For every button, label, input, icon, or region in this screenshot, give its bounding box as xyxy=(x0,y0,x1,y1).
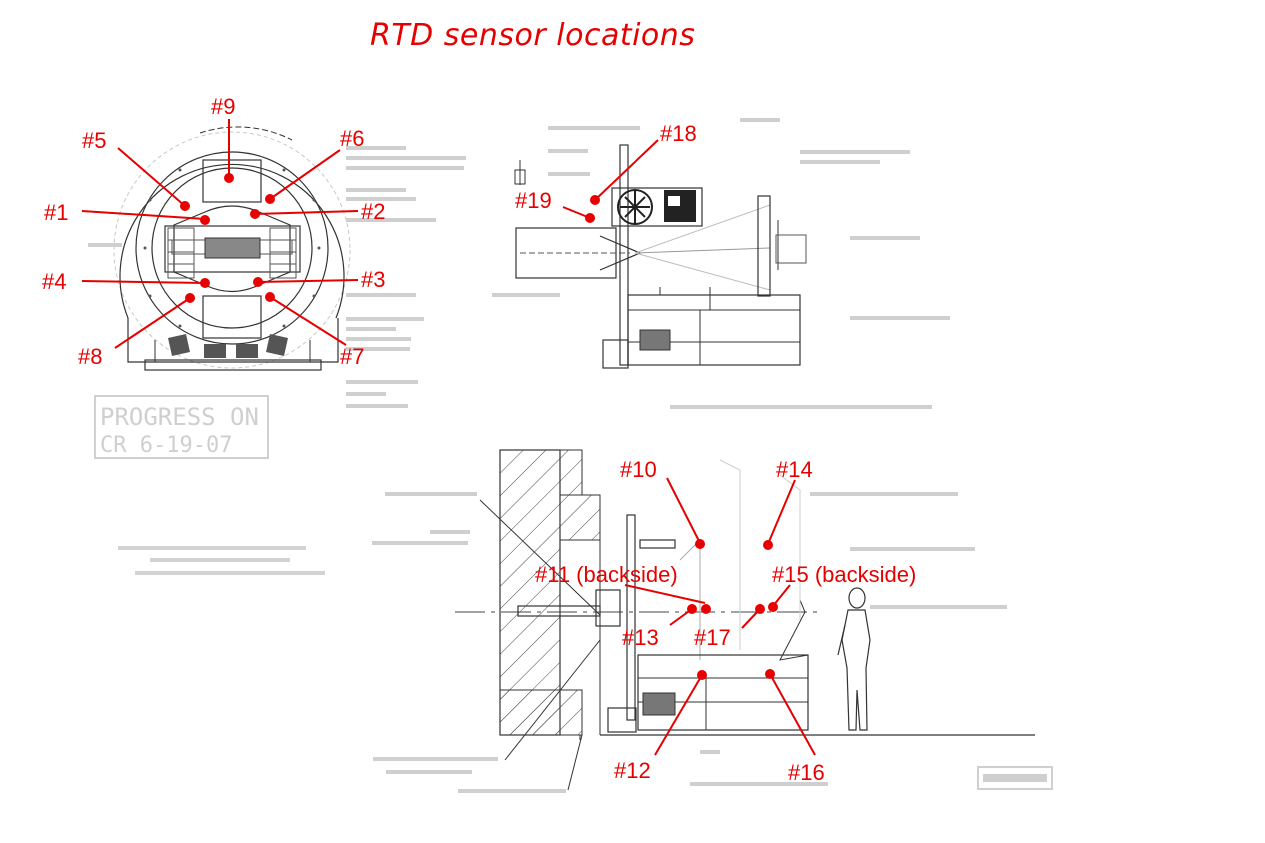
sensor-label-18: #18 xyxy=(660,121,697,146)
sensor-dot-8 xyxy=(185,293,195,303)
sensor-dot-16 xyxy=(765,669,775,679)
sensor-dot-12 xyxy=(697,670,707,680)
sensor-label-19: #19 xyxy=(515,188,552,213)
side-view-drawing xyxy=(492,118,950,409)
sensor-dot-7 xyxy=(265,292,275,302)
sensor-label-2: #2 xyxy=(361,199,385,224)
sensor-label-3: #3 xyxy=(361,267,385,292)
stamp-line-2: CR 6-19-07 xyxy=(100,433,232,458)
sensor-dots xyxy=(180,173,778,680)
sensor-dot-9 xyxy=(224,173,234,183)
sensor-label-9: #9 xyxy=(211,94,235,119)
sensor-dot-11 xyxy=(701,604,711,614)
sensor-label-17: #17 xyxy=(694,625,731,650)
sensor-label-5: #5 xyxy=(82,128,106,153)
sensor-dot-17 xyxy=(755,604,765,614)
sensor-label-1: #1 xyxy=(44,200,68,225)
sensor-dot-18 xyxy=(590,195,600,205)
sensor-label-6: #6 xyxy=(340,126,364,151)
sensor-dot-3 xyxy=(253,277,263,287)
person-figure xyxy=(837,587,871,731)
sensor-dot-5 xyxy=(180,201,190,211)
sensor-dot-13 xyxy=(687,604,697,614)
sensor-dot-6 xyxy=(265,194,275,204)
front-view-drawing: PROGRESS ON CR 6-19-07 xyxy=(88,126,466,575)
sensor-label-12: #12 xyxy=(614,758,651,783)
sensor-dot-15 xyxy=(768,602,778,612)
sensor-labels: #1 #2 #3 #4 #5 #6 #7 #8 #9 #10 #11 (back… xyxy=(42,94,916,785)
sensor-dot-1 xyxy=(200,215,210,225)
sensor-label-16: #16 xyxy=(788,760,825,785)
diagram-title: RTD sensor locations xyxy=(370,18,696,53)
sensor-label-11: #11 (backside) xyxy=(535,562,678,587)
sensor-dot-14 xyxy=(763,540,773,550)
sensor-dot-2 xyxy=(250,209,260,219)
bottom-view-drawing xyxy=(372,449,1053,793)
stamp-line-1: PROGRESS ON xyxy=(100,403,259,431)
fan-housing xyxy=(611,187,703,227)
sensor-label-8: #8 xyxy=(78,344,102,369)
sensor-label-4: #4 xyxy=(42,269,66,294)
sensor-dot-4 xyxy=(200,278,210,288)
sensor-dot-10 xyxy=(695,539,705,549)
sensor-label-10: #10 xyxy=(620,457,657,482)
sensor-dot-19 xyxy=(585,213,595,223)
sensor-label-15: #15 (backside) xyxy=(772,562,916,587)
sensor-label-14: #14 xyxy=(776,457,813,482)
sensor-label-13: #13 xyxy=(622,625,659,650)
sensor-label-7: #7 xyxy=(340,344,364,369)
